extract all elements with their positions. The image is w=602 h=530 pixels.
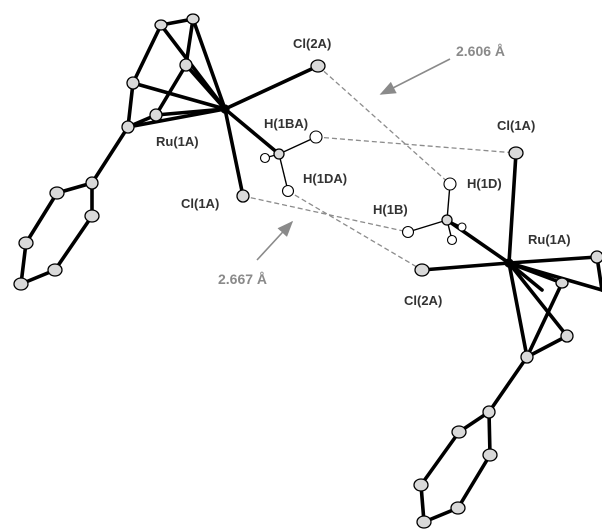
label-ru1a-right: Ru(1A) <box>528 232 571 247</box>
left-molecule-bonds <box>19 17 320 286</box>
ru1a-right-atom <box>504 258 514 268</box>
cl1a-right-atom <box>508 146 524 160</box>
label-h1ba: H(1BA) <box>264 116 308 131</box>
label-cl2a-bottom: Cl(2A) <box>404 293 442 308</box>
cl2a-bottom-atom <box>414 263 430 277</box>
cl2a-top-atom <box>310 59 326 73</box>
label-distance-top: 2.606 Å <box>456 43 505 59</box>
ru1a-left-atom <box>220 104 230 114</box>
heavy-atoms <box>13 13 602 529</box>
h1b-atom <box>401 225 415 239</box>
n-right-atom <box>441 214 453 226</box>
contact-h1ba-cl1a <box>315 136 517 154</box>
arrow-bottom-distance <box>256 220 294 261</box>
h1ba-atom <box>309 130 323 144</box>
label-ru1a-left: Ru(1A) <box>156 134 199 149</box>
contact-h1da-cl2a <box>287 190 423 271</box>
hydrogen-bond-contacts <box>242 65 517 271</box>
h1d-atom <box>443 177 457 191</box>
arrow-top-distance <box>379 58 451 95</box>
cl1a-left-atom <box>236 189 250 203</box>
h1da-atom <box>281 184 295 198</box>
right-molecule-thin-bonds <box>407 183 463 241</box>
label-h1b: H(1B) <box>373 202 408 217</box>
contact-cl2a-h1d <box>317 65 451 185</box>
n-left-atom <box>273 148 285 160</box>
label-h1d: H(1D) <box>467 176 502 191</box>
label-distance-bottom: 2.667 Å <box>218 271 267 287</box>
label-cl2a-top: Cl(2A) <box>293 36 331 51</box>
label-h1da: H(1DA) <box>303 171 347 186</box>
label-cl1a-right: Cl(1A) <box>497 118 535 133</box>
label-cl1a-left: Cl(1A) <box>181 196 219 211</box>
contact-cl1a-h1b <box>242 195 409 233</box>
hydrogen-atoms <box>259 130 467 246</box>
